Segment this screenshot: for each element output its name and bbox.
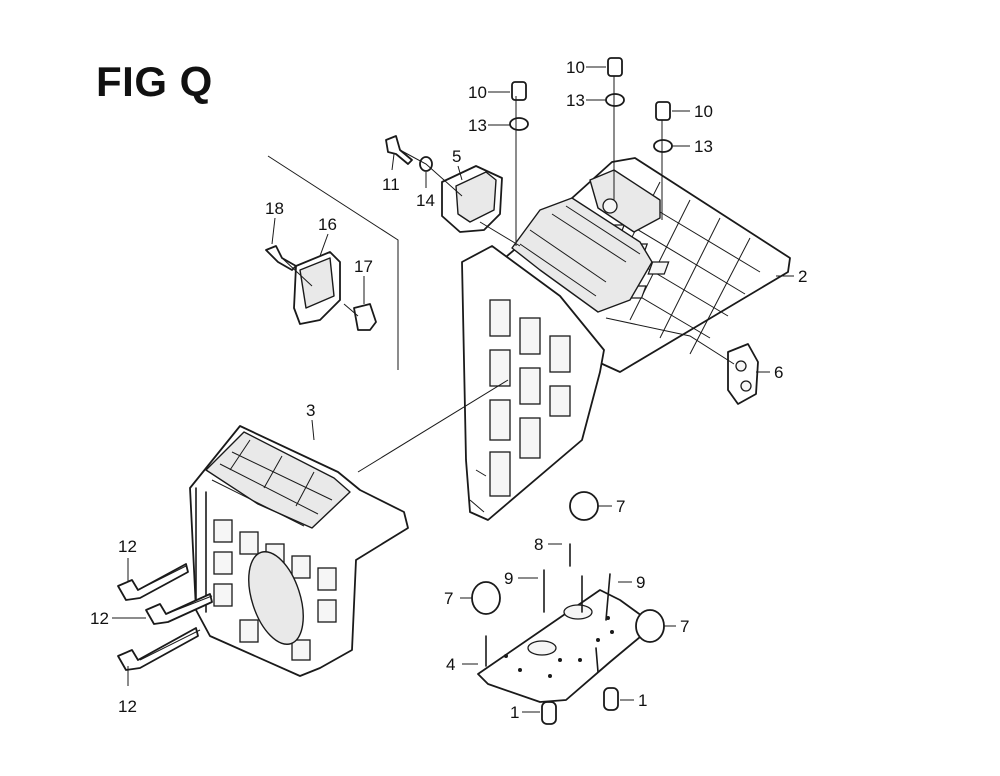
callout-13: 13 xyxy=(566,91,585,110)
callout-18: 18 xyxy=(265,199,284,218)
callout-7: 7 xyxy=(444,589,453,608)
callout-16: 16 xyxy=(318,215,337,234)
callout-12: 12 xyxy=(118,697,137,716)
callout-12: 12 xyxy=(118,537,137,556)
callout-14: 14 xyxy=(416,191,435,210)
part-6-plate xyxy=(727,343,759,405)
callout-5: 5 xyxy=(452,147,461,166)
callout-10: 10 xyxy=(694,102,713,121)
part-3-cover xyxy=(189,425,409,677)
part-4-base-plate xyxy=(477,589,647,703)
callout-11: 11 xyxy=(382,175,400,194)
callout-13: 13 xyxy=(694,137,713,156)
figure-title: FIG Q xyxy=(96,58,213,105)
callout-1: 1 xyxy=(510,703,519,722)
callout-2: 2 xyxy=(798,267,807,286)
callout-17: 17 xyxy=(354,257,373,276)
callout-13: 13 xyxy=(468,116,487,135)
callout-7: 7 xyxy=(680,617,689,636)
callout-6: 6 xyxy=(774,363,783,382)
part-2-frame xyxy=(461,157,791,521)
callout-4: 4 xyxy=(446,655,455,674)
leader-lines xyxy=(112,66,794,713)
callout-1: 1 xyxy=(638,691,647,710)
callout-8: 8 xyxy=(534,535,543,554)
callout-7: 7 xyxy=(616,497,625,516)
part-16-bracket xyxy=(293,251,341,325)
guide-lines xyxy=(137,76,735,661)
callout-9: 9 xyxy=(636,573,645,592)
callout-3: 3 xyxy=(306,401,315,420)
part-5-clip xyxy=(441,165,503,233)
callout-10: 10 xyxy=(468,83,487,102)
callout-10: 10 xyxy=(566,58,585,77)
callout-labels: 10 13 10 13 10 13 5 11 14 18 16 17 2 6 3… xyxy=(90,58,807,722)
callout-9: 9 xyxy=(504,569,513,588)
callout-12: 12 xyxy=(90,609,109,628)
